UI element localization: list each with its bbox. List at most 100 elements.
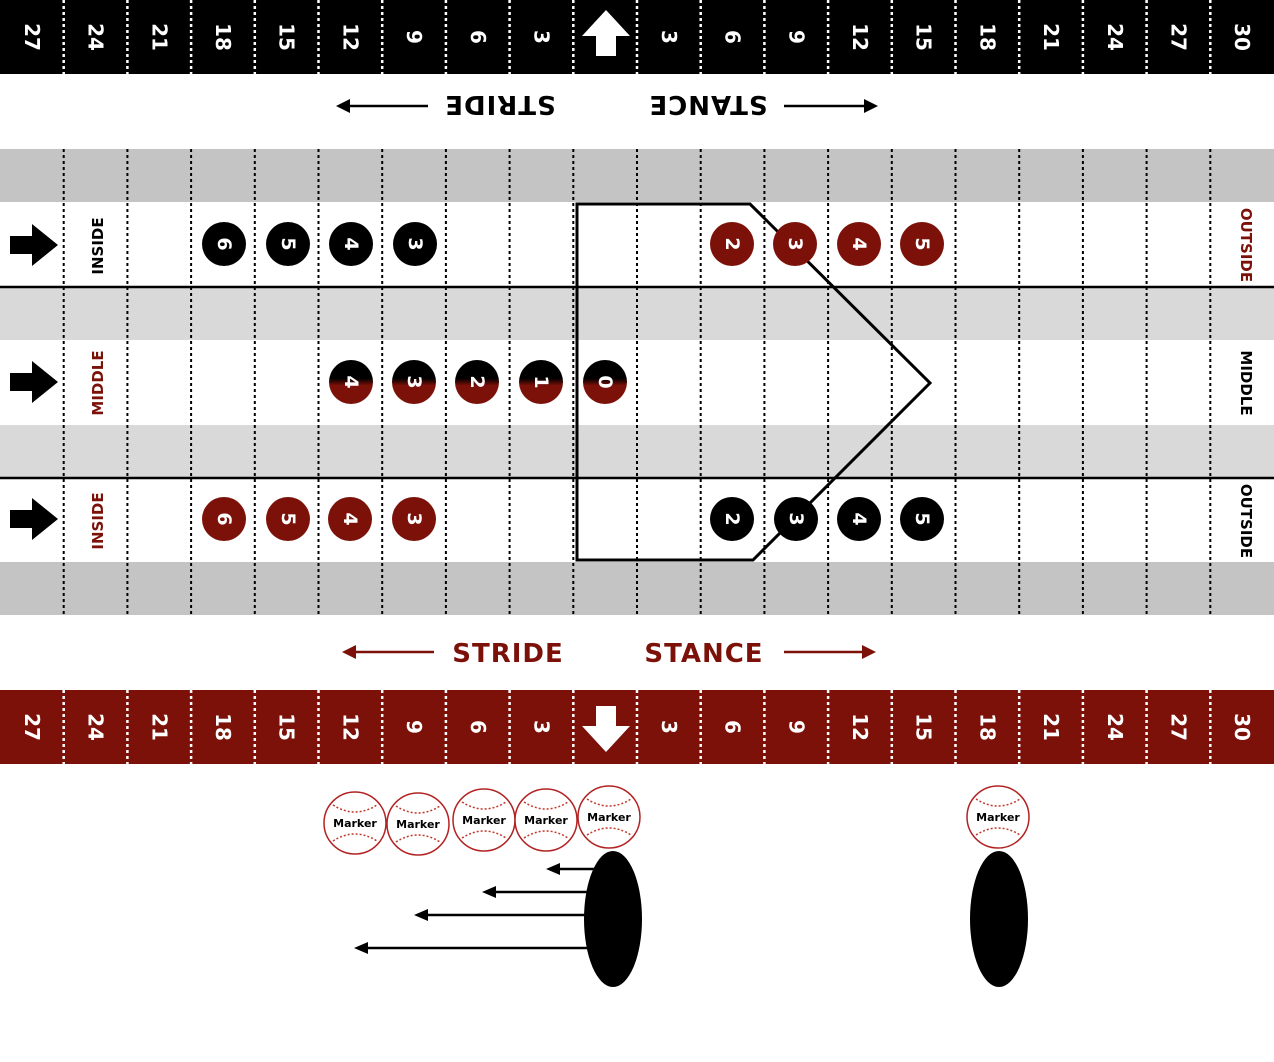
ruler-number: 6: [721, 30, 745, 44]
ruler-number: 9: [784, 720, 808, 734]
bottom-row-right-label: OUTSIDE: [1237, 484, 1255, 558]
baseball-icon: Marker: [514, 788, 578, 852]
stride-length-arrows: [354, 863, 594, 954]
target-circle: 2: [455, 360, 499, 404]
target-circle: 3: [773, 222, 817, 266]
ruler-number: 27: [20, 713, 44, 741]
circle-number: 2: [721, 512, 743, 525]
ruler-number: 21: [1039, 713, 1063, 741]
circle-number: 3: [784, 237, 806, 250]
baseball-icon: Marker: [323, 791, 387, 855]
ruler-number: 3: [657, 30, 681, 44]
ruler-number: 18: [211, 713, 235, 741]
ruler-number: 3: [657, 720, 681, 734]
target-circle: 4: [329, 222, 373, 266]
circle-number: 5: [911, 237, 933, 250]
baseball-icon: Marker: [386, 792, 450, 856]
target-circles: 6 5 4 3 2 3 4 5 4 3 2 1 0 6 5 4 3 2 3 4 5: [202, 222, 944, 541]
ruler-number: 24: [84, 23, 108, 51]
ruler-number: 9: [402, 720, 426, 734]
top-row-right-label: OUTSIDE: [1237, 208, 1255, 282]
ruler-number: 21: [147, 713, 171, 741]
top-row-left-label: INSIDE: [89, 217, 107, 274]
circle-number: 2: [721, 237, 743, 250]
middle-row-right-label: MIDDLE: [1237, 350, 1255, 415]
bottom-stance-arrow: [784, 645, 876, 659]
ruler-number: 21: [147, 23, 171, 51]
circle-number: 1: [530, 375, 552, 388]
ruler-number: 3: [529, 720, 553, 734]
ruler-number: 15: [275, 23, 299, 51]
circle-number: 6: [213, 512, 235, 525]
target-circle: 4: [329, 360, 373, 404]
circle-number: 4: [339, 512, 361, 525]
ruler-number: 9: [402, 30, 426, 44]
ruler-number: 24: [1103, 23, 1127, 51]
ruler-number: 27: [1166, 713, 1190, 741]
circle-number: 6: [213, 237, 235, 250]
target-circle: 2: [710, 497, 754, 541]
right-arrow-icon: [10, 224, 58, 266]
ruler-number: 18: [211, 23, 235, 51]
marker-label: Marker: [587, 811, 631, 824]
ruler-number: 12: [848, 713, 872, 741]
bottom-stride-arrow: [342, 645, 434, 659]
baseball-icon: Marker: [577, 785, 641, 849]
home-plate-outline: [575, 202, 933, 562]
ruler-number: 6: [466, 720, 490, 734]
front-foot-icon: [584, 851, 642, 987]
ruler-number: 18: [975, 713, 999, 741]
target-circle: 5: [266, 222, 310, 266]
top-stride-label: STRIDE: [444, 89, 556, 119]
ruler-number: 6: [466, 30, 490, 44]
marker-label: Marker: [524, 814, 568, 827]
target-circle: 6: [202, 222, 246, 266]
target-circle: 6: [202, 497, 246, 541]
marker-label: Marker: [396, 818, 440, 831]
circle-number: 3: [403, 375, 425, 388]
ruler-number: 30: [1230, 713, 1254, 741]
target-circle: 5: [900, 222, 944, 266]
top-stance-arrow: [784, 99, 878, 113]
ruler-number: 21: [1039, 23, 1063, 51]
ruler-number: 3: [529, 30, 553, 44]
target-circle: 4: [837, 222, 881, 266]
top-stance-label: STANCE: [648, 89, 767, 119]
back-foot-icon: [970, 851, 1028, 987]
ruler-number: 9: [784, 30, 808, 44]
ruler-number: 15: [912, 713, 936, 741]
target-circle: 3: [774, 497, 818, 541]
top-direction-labels: STRIDE STANCE: [336, 89, 878, 119]
ruler-number: 6: [721, 720, 745, 734]
circle-number: 4: [340, 237, 362, 250]
ruler-number: 27: [20, 23, 44, 51]
circle-number: 4: [848, 237, 870, 250]
up-arrow-icon: [582, 10, 630, 56]
zone-field: [0, 149, 1274, 615]
ruler-number: 30: [1230, 23, 1254, 51]
circle-number: 5: [911, 512, 933, 525]
ruler-number: 27: [1166, 23, 1190, 51]
right-arrow-icon: [10, 361, 58, 403]
circle-number: 2: [466, 375, 488, 388]
marker-label: Marker: [976, 811, 1020, 824]
target-circle: 4: [837, 497, 881, 541]
target-circle: 4: [328, 497, 372, 541]
target-circle: 5: [266, 497, 310, 541]
target-circle: 5: [900, 497, 944, 541]
target-circle: 2: [710, 222, 754, 266]
bottom-row-left-label: INSIDE: [89, 492, 107, 549]
circle-number: 3: [404, 237, 426, 250]
target-circle: 3: [392, 497, 436, 541]
ruler-number: 15: [275, 713, 299, 741]
ruler-number: 24: [1103, 713, 1127, 741]
ruler-number: 15: [912, 23, 936, 51]
ruler-number: 12: [338, 713, 362, 741]
circle-number: 4: [340, 375, 362, 388]
target-circle: 0: [583, 360, 627, 404]
circle-number: 3: [785, 512, 807, 525]
right-arrow-icon: [10, 498, 58, 540]
middle-row-left-label: MIDDLE: [89, 350, 107, 415]
